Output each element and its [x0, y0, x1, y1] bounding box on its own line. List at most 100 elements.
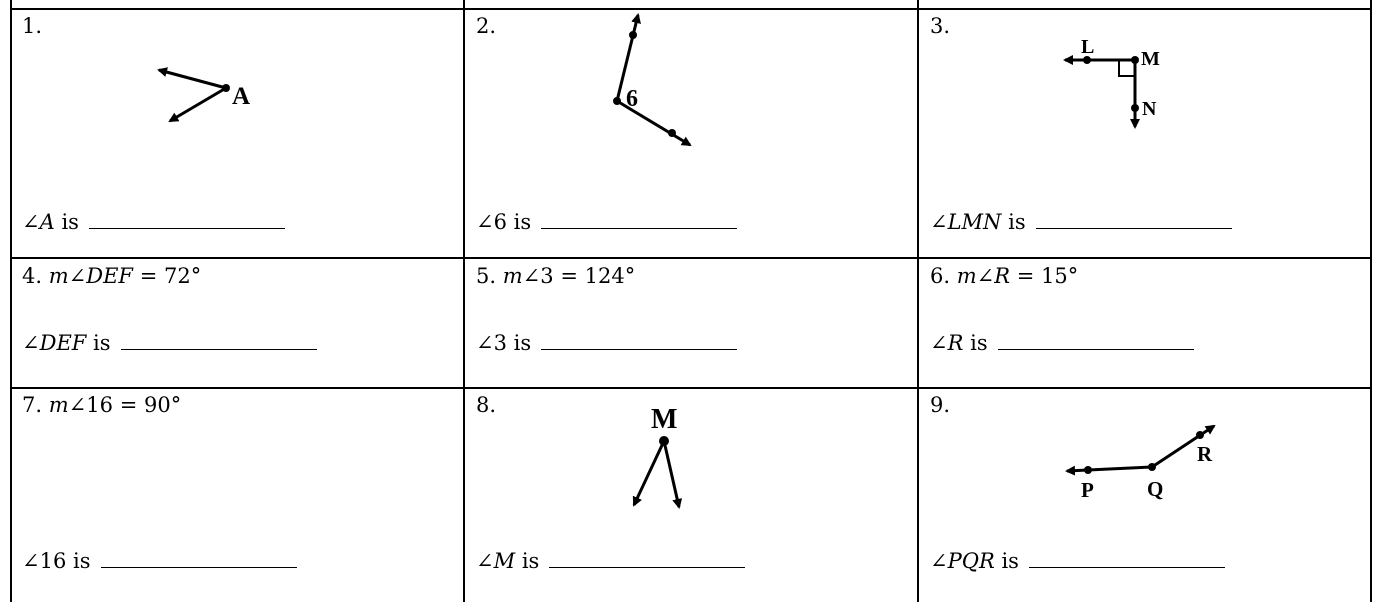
- angle-symbol: ∠: [522, 264, 541, 288]
- problem-6-angle-name: R: [947, 331, 964, 355]
- is-text: is: [1008, 210, 1026, 234]
- problem-5-angle-name: 3: [493, 331, 507, 355]
- is-text: is: [521, 549, 540, 573]
- problem-3-figure: L M N: [1063, 36, 1160, 129]
- problem-5-answer-blank[interactable]: [541, 329, 738, 350]
- is-text: is: [93, 331, 111, 355]
- equals-sign: =: [119, 393, 138, 417]
- problem-3-label-m: M: [1141, 48, 1160, 70]
- is-text: is: [1001, 549, 1019, 573]
- angle-symbol: ∠: [22, 549, 40, 573]
- equals-sign: =: [1016, 264, 1035, 288]
- problem-8-answer-blank[interactable]: [549, 547, 746, 568]
- problem-5-prompt: ∠3 is: [476, 329, 738, 355]
- problem-9-point-p: [1084, 466, 1092, 474]
- problem-8-vertex-label: M: [651, 404, 677, 435]
- problem-3-label-l: L: [1081, 36, 1094, 58]
- problem-5-number: 5.: [476, 264, 497, 288]
- problem-3-point-n: [1131, 104, 1139, 112]
- is-text: is: [970, 331, 988, 355]
- problem-3-answer-blank[interactable]: [1035, 208, 1232, 229]
- problem-8-figure: M: [632, 404, 683, 509]
- problem-8-angle-name: M: [493, 549, 516, 573]
- measure-symbol: m: [502, 264, 523, 288]
- problem-9-angle-name: PQR: [947, 549, 995, 573]
- table-border-col2: [917, 0, 919, 602]
- problem-9-label-r: R: [1197, 442, 1213, 466]
- problem-7-measure-value: 90: [143, 393, 171, 417]
- problem-6-prompt: ∠R is: [930, 329, 1194, 355]
- problem-1-vertex-label: A: [232, 83, 250, 110]
- problem-7-prompt: ∠16 is: [22, 547, 297, 573]
- table-border-top: [10, 8, 1372, 10]
- problem-2-prompt: ∠6 is: [476, 208, 738, 234]
- angle-symbol: ∠: [22, 210, 40, 234]
- problem-2-ray-up: [615, 13, 641, 102]
- problem-7-answer-blank[interactable]: [100, 547, 297, 568]
- problem-9-prompt: ∠PQR is: [930, 547, 1225, 573]
- is-text: is: [61, 210, 79, 234]
- problem-2-angle-name: 6: [493, 210, 507, 234]
- problem-2-answer-blank[interactable]: [541, 208, 738, 229]
- table-border-left: [10, 0, 12, 602]
- problem-1-prompt: ∠A is: [22, 208, 285, 234]
- measure-symbol: m: [48, 264, 69, 288]
- problem-9-ray-right: [1151, 424, 1216, 469]
- problem-9-point-r: [1196, 431, 1204, 439]
- problem-5-measure-value: 124: [584, 264, 625, 288]
- problem-8-ray-right: [662, 440, 683, 509]
- table-border-row2: [10, 387, 1372, 389]
- problem-1-vertex-point: [222, 84, 230, 92]
- problem-3-point-m: [1131, 56, 1139, 64]
- problem-1-number: 1.: [22, 14, 43, 38]
- is-text: is: [73, 549, 91, 573]
- problem-2-figure: 6: [613, 13, 692, 147]
- table-border-right: [1370, 0, 1372, 602]
- problem-6-measure-value: 15: [1041, 264, 1068, 288]
- problem-1-ray-lower: [168, 86, 227, 123]
- problem-1-answer-blank[interactable]: [88, 208, 285, 229]
- degree-symbol: °: [190, 264, 202, 288]
- problem-1-figure: A: [157, 67, 250, 123]
- angle-symbol: ∠: [930, 210, 948, 234]
- problem-4-answer-blank[interactable]: [120, 329, 317, 350]
- problem-3-label-n: N: [1142, 98, 1157, 120]
- problem-3-right-angle-mark: [1118, 59, 1136, 77]
- problem-6-answer-blank[interactable]: [997, 329, 1194, 350]
- problem-6-measure-name: R: [994, 264, 1011, 288]
- problem-9-number: 9.: [930, 393, 951, 417]
- problem-2-vertex-point: [613, 97, 621, 105]
- angle-symbol: ∠: [476, 331, 494, 355]
- problem-2-ray-down: [616, 99, 692, 147]
- problem-2-point-down: [668, 129, 676, 137]
- is-text: is: [513, 331, 532, 355]
- measure-symbol: m: [48, 393, 69, 417]
- equals-sign: =: [139, 264, 158, 288]
- angle-symbol: ∠: [22, 331, 40, 355]
- table-border-col1: [463, 0, 465, 602]
- problem-9-answer-blank[interactable]: [1028, 547, 1225, 568]
- angle-symbol: ∠: [930, 331, 948, 355]
- problem-2-number: 2.: [476, 14, 497, 38]
- angle-symbol: ∠: [976, 264, 995, 288]
- angle-symbol: ∠: [930, 549, 948, 573]
- problem-3-angle-name: LMN: [947, 210, 1002, 234]
- problem-9-label-q: Q: [1147, 477, 1163, 501]
- problem-6-header: 6. m∠R = 15°: [930, 264, 1078, 288]
- problem-4-angle-name: DEF: [39, 331, 87, 355]
- problem-6-number: 6.: [930, 264, 951, 288]
- angle-symbol: ∠: [476, 549, 494, 573]
- problem-2-point-up: [629, 31, 637, 39]
- angle-symbol: ∠: [476, 210, 494, 234]
- problem-1-angle-name: A: [39, 210, 55, 234]
- problem-4-number: 4.: [22, 264, 43, 288]
- equals-sign: =: [560, 264, 578, 288]
- problem-9-label-p: P: [1081, 478, 1094, 502]
- is-text: is: [513, 210, 532, 234]
- problem-5-measure-name: 3: [540, 264, 554, 288]
- problem-9-point-q: [1148, 463, 1156, 471]
- problem-8-vertex-point: [659, 436, 669, 446]
- problem-8-prompt: ∠M is: [476, 547, 746, 573]
